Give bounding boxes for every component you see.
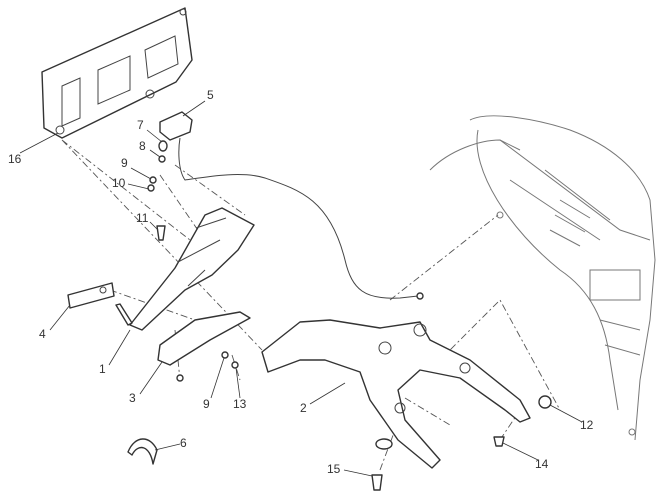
callout-2: 2 (300, 401, 307, 415)
bracket-part-1 (129, 207, 255, 331)
licence-light-part-5 (147, 111, 424, 300)
screw-part-15 (371, 474, 383, 491)
callout-9-lower: 9 (203, 397, 210, 411)
callout-1: 1 (99, 362, 106, 376)
callout-15: 15 (327, 462, 341, 476)
callout-14: 14 (535, 457, 549, 471)
callout-3: 3 (129, 391, 136, 405)
grommet-part (375, 438, 393, 450)
callout-10: 10 (112, 176, 126, 190)
cable-clip-part-6 (127, 438, 158, 465)
screw-part (115, 303, 133, 326)
rear-frame-background (429, 115, 656, 441)
callout-8: 8 (139, 139, 146, 153)
reflector-part-4 (67, 282, 115, 309)
callout-11: 11 (136, 211, 149, 225)
callout-12: 12 (580, 418, 594, 432)
callout-16: 16 (8, 152, 22, 166)
callout-4: 4 (39, 327, 46, 341)
callout-5: 5 (207, 88, 214, 102)
callout-9-upper: 9 (121, 156, 128, 170)
callout-7: 7 (137, 118, 144, 132)
subframe-part-2 (261, 319, 531, 469)
washer-part-12 (538, 395, 552, 409)
assembly-lines (61, 139, 561, 471)
callout-13: 13 (233, 397, 247, 411)
leader-lines (19, 100, 583, 477)
callout-6: 6 (180, 436, 187, 450)
plate-holder-part-16 (41, 7, 193, 139)
screw-part-14 (493, 436, 505, 447)
cover-part-3 (157, 311, 251, 382)
